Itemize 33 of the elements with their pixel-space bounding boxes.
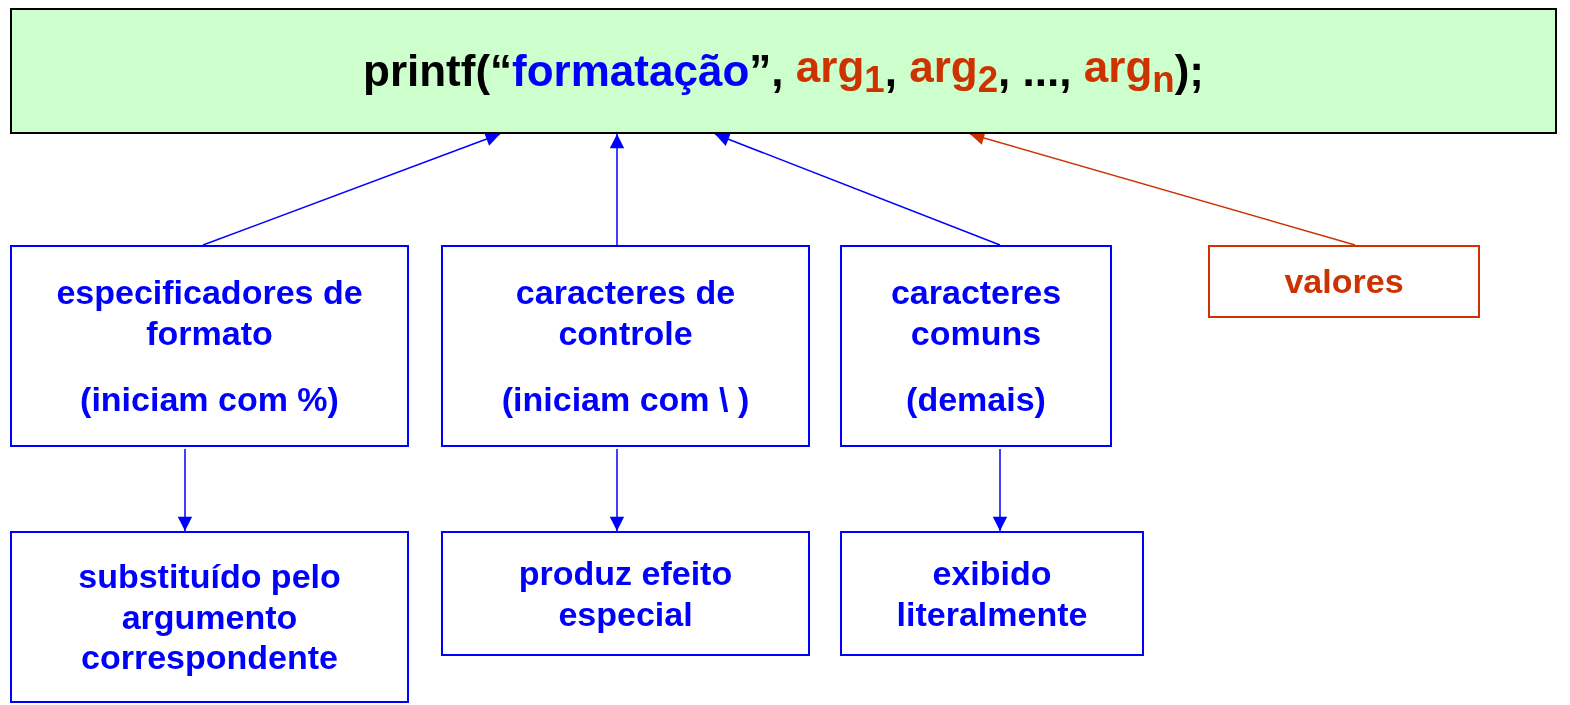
concept-label: exibido literalmente (895, 552, 1089, 635)
code-fragment: arg$_{n}$ (1083, 40, 1175, 102)
code-fragment: ); (1174, 44, 1204, 97)
concept-box (840, 531, 1144, 656)
code-fragment: , (884, 44, 897, 97)
concept-box (441, 245, 810, 447)
concept-label: especificadores de formato (55, 272, 364, 354)
code-fragment: formatação (512, 44, 750, 97)
concept-box (10, 531, 409, 703)
code-fragment: ”, (749, 44, 784, 97)
note-text: (iniciam com \ ) (500, 379, 751, 420)
arrow (992, 448, 1008, 532)
code-fragment: arg$_{1}$ (795, 40, 885, 102)
code-fragment: , ..., (998, 44, 1072, 97)
code-banner (10, 8, 1557, 134)
concept-label: valores (1283, 261, 1405, 302)
concept-box (10, 245, 409, 447)
concept-box (840, 245, 1112, 447)
concept-label: caracteres de controle (514, 272, 737, 354)
note-text: (demais) (905, 379, 1047, 420)
arrow (714, 132, 1001, 246)
arrow (609, 448, 625, 532)
code-fragment: arg$_{2}$ (909, 40, 999, 102)
arrow (202, 132, 501, 246)
concept-box (441, 531, 810, 656)
arrow (609, 133, 625, 246)
note-text: (iniciam com %) (79, 379, 340, 420)
concept-label: produz efeito especial (517, 552, 734, 635)
arrow (177, 448, 193, 532)
callout-box (1208, 245, 1480, 318)
concept-label: caracteres comuns (889, 272, 1063, 354)
code-fragment: printf(“ (363, 44, 513, 97)
concept-label: substituído pelo argumento correspondente (77, 555, 342, 679)
